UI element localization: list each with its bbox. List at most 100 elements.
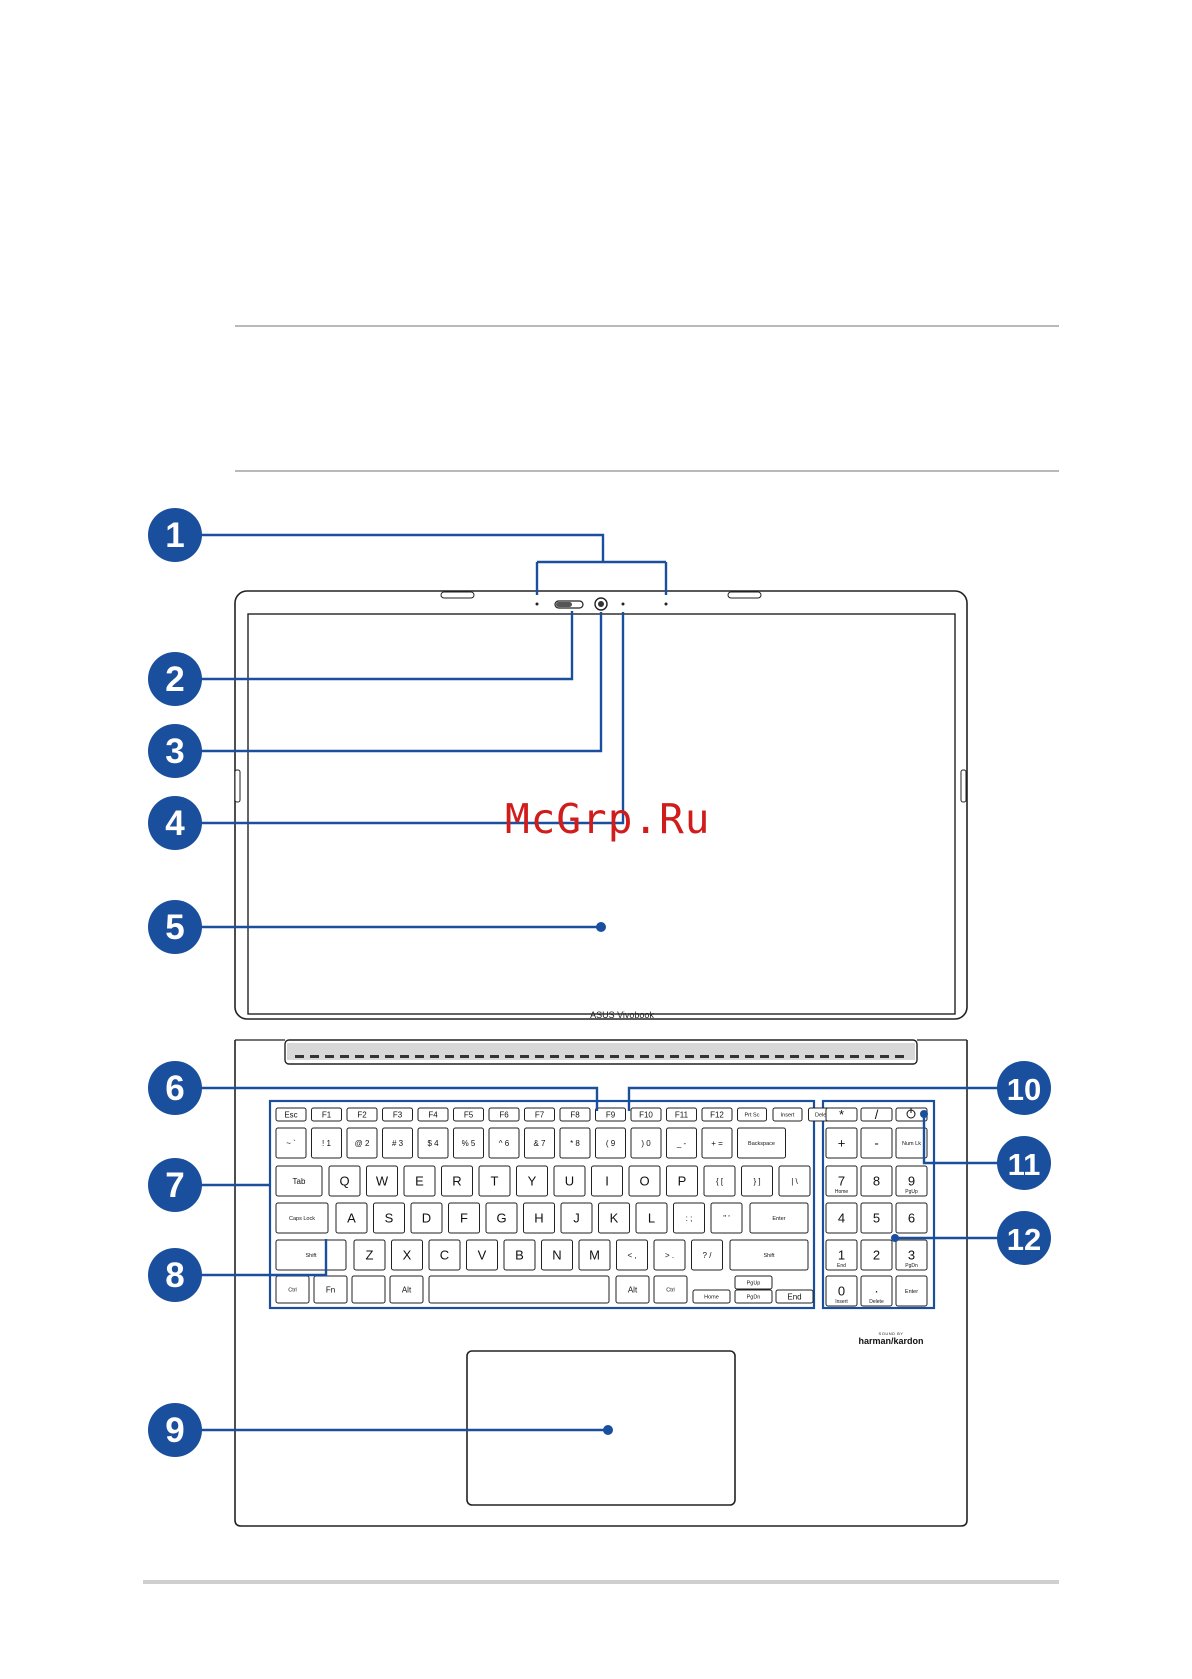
svg-text:1: 1 <box>165 516 184 555</box>
svg-text:F: F <box>460 1211 468 1226</box>
numpad-key-13: 2 <box>860 1239 893 1271</box>
svg-text:/: / <box>875 1107 879 1122</box>
svg-text:D: D <box>422 1211 431 1226</box>
svg-text:End: End <box>787 1292 801 1301</box>
svg-text:* 8: * 8 <box>570 1139 580 1148</box>
key-f9: F9 <box>595 1107 626 1122</box>
key-num-2: @ 2 <box>346 1127 378 1159</box>
key-num-3: # 3 <box>382 1127 413 1159</box>
svg-text:Caps Lock: Caps Lock <box>289 1216 315 1222</box>
key-num-8: * 8 <box>559 1127 591 1159</box>
key-f1: F1 <box>311 1107 342 1122</box>
svg-text:*: * <box>839 1107 844 1122</box>
svg-text:I: I <box>605 1174 609 1189</box>
svg-text:Insert: Insert <box>835 1299 848 1305</box>
svg-text:8: 8 <box>873 1174 880 1189</box>
key-q-4: T <box>478 1165 511 1197</box>
key-z-6: M <box>578 1239 611 1271</box>
svg-text:+ =: + = <box>711 1139 723 1148</box>
key-num-13: Backspace <box>737 1127 786 1159</box>
svg-text:7: 7 <box>838 1174 845 1189</box>
svg-text:Prt Sc: Prt Sc <box>745 1112 760 1118</box>
numpad-key-4: - <box>860 1127 893 1159</box>
numpad-key-0: * <box>825 1107 858 1122</box>
svg-text:5: 5 <box>165 908 184 947</box>
camera-indicator <box>621 602 625 606</box>
svg-text:E: E <box>415 1174 424 1189</box>
key-f4: F4 <box>417 1107 449 1122</box>
svg-text:Insert: Insert <box>781 1112 795 1118</box>
svg-text:F5: F5 <box>464 1110 474 1119</box>
svg-text:F9: F9 <box>606 1110 616 1119</box>
svg-text:Alt: Alt <box>628 1285 638 1294</box>
key-z-2: C <box>428 1239 461 1271</box>
svg-text:N: N <box>552 1248 561 1263</box>
callout-badge-10: 10 <box>997 1061 1051 1115</box>
svg-text:Tab: Tab <box>293 1177 306 1186</box>
key-pgdn: PgDn <box>734 1289 773 1304</box>
svg-text:~ `: ~ ` <box>286 1139 296 1148</box>
key-end: End <box>775 1289 814 1304</box>
key-space <box>428 1275 610 1304</box>
svg-text:T: T <box>491 1174 499 1189</box>
svg-text:Esc: Esc <box>284 1110 297 1119</box>
svg-text:Home: Home <box>835 1189 849 1195</box>
svg-text:! 1: ! 1 <box>322 1139 331 1148</box>
svg-text:{ [: { [ <box>716 1177 724 1186</box>
svg-text:F6: F6 <box>499 1110 509 1119</box>
key-f11: F11 <box>666 1107 697 1122</box>
key-q-5: Y <box>516 1165 548 1197</box>
svg-text:·: · <box>874 1284 878 1299</box>
key-q-3: R <box>441 1165 473 1197</box>
key-shift-right: Shift <box>729 1239 809 1271</box>
leader-dots <box>596 922 928 1435</box>
callout-badge-9: 9 <box>148 1403 202 1457</box>
svg-text:End: End <box>837 1263 846 1269</box>
svg-text:-: - <box>874 1136 878 1151</box>
screen-brand-label: ASUS Vivobook <box>590 1010 654 1020</box>
callout-badge-1: 1 <box>148 508 202 562</box>
footer-divider <box>143 1580 1059 1584</box>
key-f6: F6 <box>488 1107 520 1122</box>
key-num-1: ! 1 <box>311 1127 342 1159</box>
key-z-0: Z <box>353 1239 386 1271</box>
numpad-key-10: 5 <box>860 1202 893 1234</box>
key-z-7: < , <box>616 1239 648 1271</box>
hinge <box>235 1039 967 1065</box>
svg-text:F4: F4 <box>428 1110 438 1119</box>
callout-badge-11: 11 <box>997 1136 1051 1190</box>
svg-text:^ 6: ^ 6 <box>499 1139 510 1148</box>
svg-text:P: P <box>678 1174 687 1189</box>
svg-text:PgUp: PgUp <box>747 1280 761 1286</box>
key-z-5: N <box>541 1239 573 1271</box>
svg-text:V: V <box>478 1248 487 1263</box>
key-caps-lock: Caps Lock <box>275 1202 329 1234</box>
key-tab: Tab <box>275 1165 323 1197</box>
key-f2: F2 <box>346 1107 378 1122</box>
callout-badge-12: 12 <box>997 1211 1051 1265</box>
svg-text:} ]: } ] <box>753 1177 760 1186</box>
key-q-7: I <box>591 1165 623 1197</box>
key-f5: F5 <box>453 1107 484 1122</box>
svg-text:A: A <box>347 1211 356 1226</box>
key-pgup: PgUp <box>734 1275 773 1290</box>
svg-text:( 9: ( 9 <box>606 1139 616 1148</box>
key-f7: F7 <box>524 1107 555 1122</box>
svg-text:Fn: Fn <box>326 1285 335 1294</box>
svg-text:S: S <box>385 1211 394 1226</box>
power-button-icon <box>906 1108 916 1119</box>
svg-text:Y: Y <box>528 1174 537 1189</box>
numpad-key-17: Enter <box>895 1275 928 1307</box>
svg-text:F12: F12 <box>710 1110 724 1119</box>
svg-text:PgUp: PgUp <box>905 1189 918 1195</box>
key-f3: F3 <box>382 1107 413 1122</box>
svg-text:Enter: Enter <box>905 1289 918 1295</box>
svg-text:F7: F7 <box>535 1110 545 1119</box>
key-num-11: _ - <box>666 1127 697 1159</box>
key-num-4: $ 4 <box>417 1127 449 1159</box>
svg-text:4: 4 <box>838 1211 845 1226</box>
